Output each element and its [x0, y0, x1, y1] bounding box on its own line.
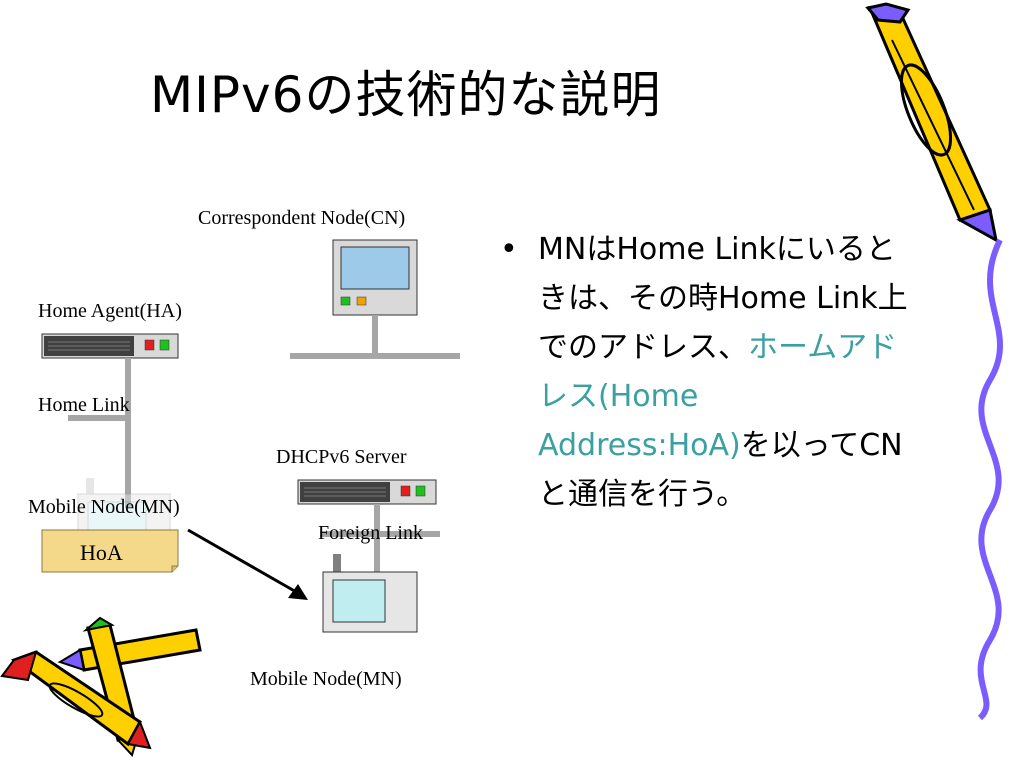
bullet-dot: •: [500, 232, 518, 267]
ha-label: Home Agent(HA): [38, 300, 182, 322]
cn-label: Correspondent Node(CN): [198, 207, 406, 229]
move-arrow-icon: [187, 528, 308, 600]
slide-title: MIPv6の技術的な説明: [150, 66, 662, 124]
foreign-link-line: [320, 504, 440, 572]
hoa-tag: [41, 529, 179, 573]
mn-foreign-label: Mobile Node(MN): [250, 668, 402, 690]
dhcp-server-icon: [297, 479, 437, 505]
bullet-text: MNはHome Linkにいるときは、その時Home Link上でのアドレス、ホ…: [508, 225, 908, 519]
pencil-icon: [865, 2, 999, 243]
cn-computer-icon: [290, 239, 460, 359]
mn-home-label: Mobile Node(MN): [28, 496, 180, 518]
home-link-line: [68, 358, 131, 508]
crayons-icon: [0, 616, 202, 757]
mn-foreign-laptop-icon: [322, 554, 418, 633]
dhcp-label: DHCPv6 Server: [276, 446, 407, 468]
bullet-text-part2: を以ってCNと通信を行う。: [538, 428, 903, 512]
bullet-highlight: ホームアドレス(Home Address:HoA): [538, 330, 898, 463]
home-link-label: Home Link: [38, 394, 130, 416]
wavy-line-icon: [977, 238, 1003, 721]
bullet-item: • MNはHome Linkにいるときは、その時Home Link上でのアドレス…: [500, 225, 908, 519]
ha-server-icon: [41, 333, 179, 359]
foreign-link-label: Foreign Link: [318, 522, 423, 544]
bullet-text-part1: MNはHome Linkにいるときは、その時Home Link上でのアドレス、: [538, 232, 908, 365]
hoa-label: HoA: [80, 540, 123, 565]
